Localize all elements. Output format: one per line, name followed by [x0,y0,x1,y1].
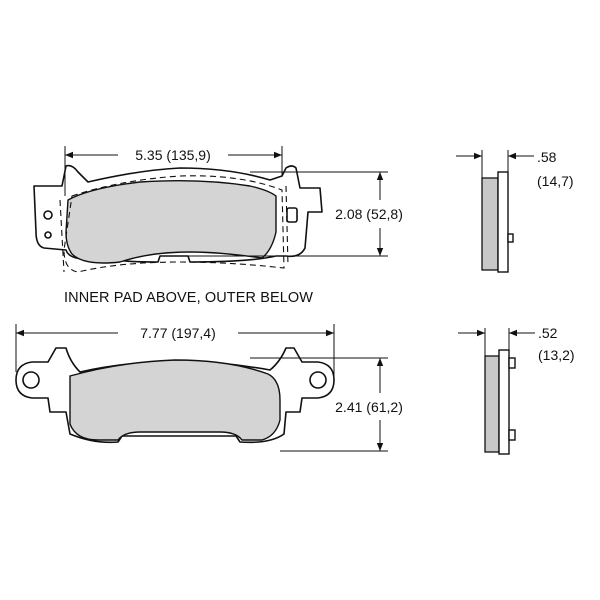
inner-pad-side-tab [507,233,514,243]
outer-pad-width-dimension: 7.77 (197,4) [15,324,335,376]
outer-pad-width-label: 7.77 (197,4) [140,325,216,341]
inner-pad-left-hole [43,210,53,220]
inner-pad-side-view: .58 (14,7) [456,149,574,273]
outer-pad-side-plate [498,349,510,455]
inner-pad-hidden-outline [63,175,285,273]
outer-pad-side-friction [484,355,500,453]
inner-pad-thickness-inch: .58 [537,149,557,165]
drawing-caption: INNER PAD ABOVE, OUTER BELOW [64,290,313,306]
outer-pad-side-tab-top [508,357,516,369]
inner-pad-side-friction [481,177,499,271]
inner-pad-thickness-mm: (14,7) [537,173,574,189]
outer-pad-front-view [15,347,335,444]
outer-pad-side-view: .52 (13,2) [458,325,575,455]
inner-pad-right-slot [286,207,298,223]
outer-pad-right-hole [309,371,327,389]
inner-pad-front-view [33,164,323,273]
inner-pad-left-hole-2 [44,231,52,239]
outer-pad-thickness-inch: .52 [538,325,558,341]
outer-pad-height-label: 2.41 (61,2) [335,399,403,415]
inner-pad-height-label: 2.08 (52,8) [335,206,403,222]
inner-pad-width-dimension: 5.35 (135,9) [64,146,283,196]
inner-pad-hidden-edge [59,199,65,273]
inner-pad-friction-material [65,179,277,264]
inner-pad-hidden-edge-2 [285,185,289,267]
inner-pad-width-label: 5.35 (135,9) [135,147,211,163]
outer-pad-thickness-mm: (13,2) [538,347,575,363]
outer-pad-side-tab-bottom [508,429,516,441]
outer-pad-height-dimension: 2.41 (61,2) [250,357,403,452]
outer-pad-left-hole [22,371,40,389]
outer-pad-friction-material [69,359,281,441]
inner-pad-height-dimension: 2.08 (52,8) [184,171,403,257]
inner-pad-side-plate [497,171,509,273]
